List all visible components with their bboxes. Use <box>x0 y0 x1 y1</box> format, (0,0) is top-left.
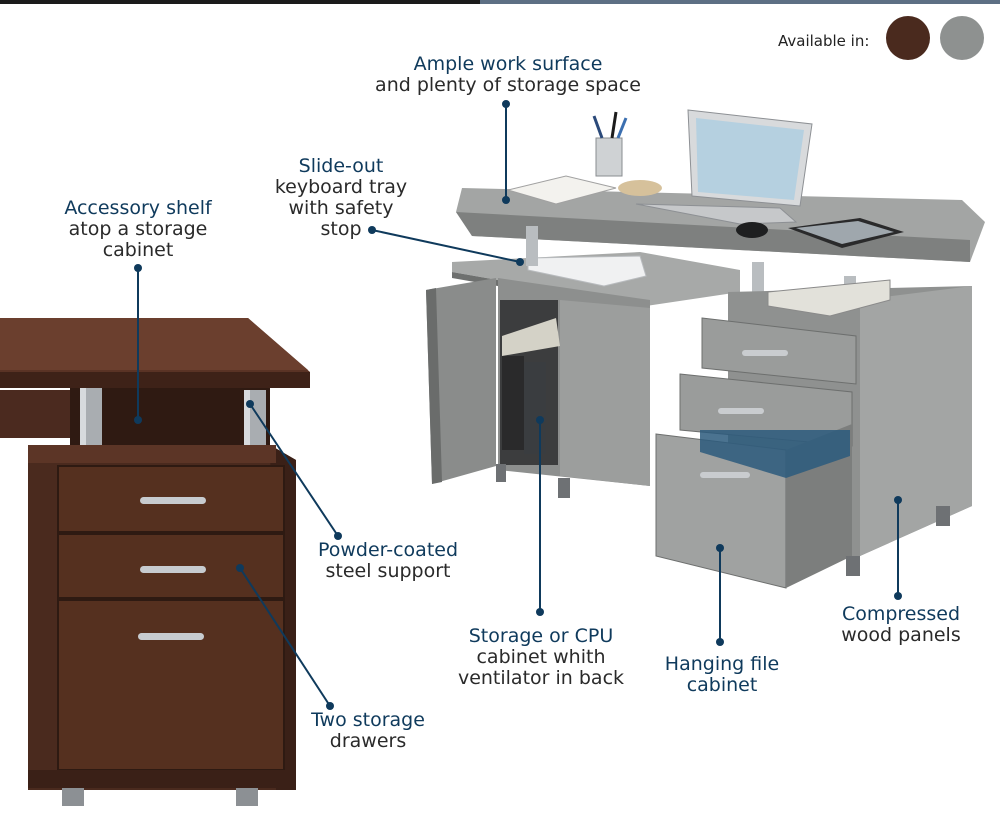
callout-keyboard-tray: Slide-out keyboard tray with safety stop <box>262 156 420 240</box>
callout-storage-drawers: Two storage drawers <box>298 710 438 752</box>
available-in-label: Available in: <box>778 32 870 50</box>
callout-accessory-shelf-line3: cabinet <box>102 239 174 261</box>
callout-cpu-cabinet-line1: Storage or CPU <box>468 625 614 647</box>
callout-cpu-cabinet: Storage or CPU cabinet whith ventilator … <box>448 626 634 689</box>
brown-desk-closeup <box>0 318 310 806</box>
grey-desk <box>426 109 985 589</box>
callout-keyboard-tray-line2: keyboard tray <box>274 176 408 198</box>
callout-hanging-file-line1: Hanging file <box>664 653 780 675</box>
callout-steel-support-line2: steel support <box>325 560 451 582</box>
drawer-3 <box>57 599 285 771</box>
callout-storage-drawers-line2: drawers <box>329 730 407 752</box>
color-swatch-grey[interactable] <box>940 16 984 60</box>
top-border-accent <box>480 0 1000 4</box>
callout-accessory-shelf-line2: atop a storage <box>68 218 208 240</box>
callout-work-surface-line1: Ample work surface <box>413 53 603 75</box>
callout-wood-panels-line1: Compressed <box>841 603 961 625</box>
callout-lines <box>137 104 899 707</box>
callout-cpu-cabinet-line3: ventilator in back <box>457 667 625 689</box>
callout-hanging-file: Hanging file cabinet <box>652 654 792 696</box>
callout-cpu-cabinet-line2: cabinet whith <box>476 646 606 668</box>
callout-wood-panels: Compressed wood panels <box>826 604 976 646</box>
callout-hanging-file-line2: cabinet <box>686 674 758 696</box>
color-swatch-espresso[interactable] <box>886 16 930 60</box>
callout-storage-drawers-line1: Two storage <box>311 709 425 731</box>
callout-wood-panels-line2: wood panels <box>841 624 961 646</box>
callout-keyboard-tray-line3: with safety <box>288 197 394 219</box>
callout-accessory-shelf: Accessory shelf atop a storage cabinet <box>50 198 226 261</box>
callout-dots <box>134 100 902 710</box>
callout-keyboard-tray-line4: stop <box>320 218 362 240</box>
callout-keyboard-tray-line1: Slide-out <box>298 155 384 177</box>
callout-steel-support: Powder-coated steel support <box>300 540 476 582</box>
callout-steel-support-line1: Powder-coated <box>317 539 459 561</box>
callout-work-surface-line2: and plenty of storage space <box>375 74 641 96</box>
callout-accessory-shelf-line1: Accessory shelf <box>64 197 212 219</box>
callout-work-surface: Ample work surface and plenty of storage… <box>368 54 648 96</box>
